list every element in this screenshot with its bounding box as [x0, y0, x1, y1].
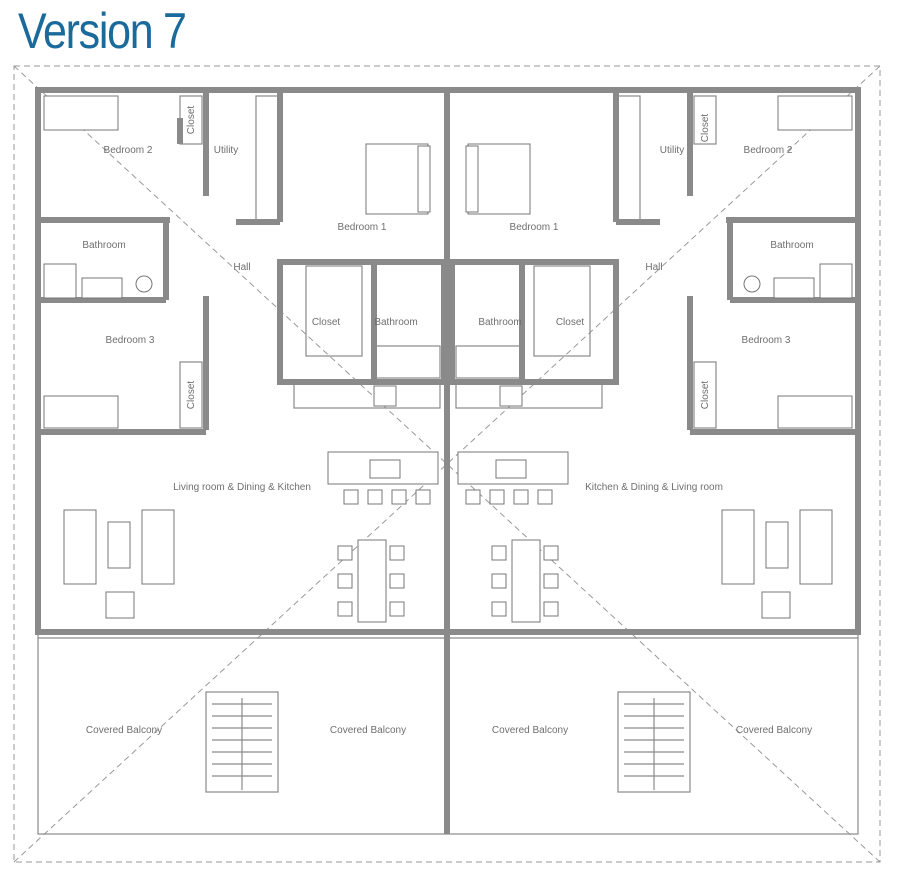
room-label: Hall	[645, 262, 662, 273]
exterior-walls	[35, 87, 861, 834]
right-furniture	[457, 95, 853, 623]
room-label: Covered Balcony	[492, 725, 568, 736]
left-unit-walls	[38, 90, 447, 435]
room-label: Utility	[214, 145, 238, 156]
room-label: Kitchen & Dining & Living room	[585, 482, 723, 493]
room-label: Utility	[660, 145, 684, 156]
roof-outline	[13, 65, 881, 863]
room-label: Closet	[556, 317, 585, 328]
room-label: Closet	[312, 317, 341, 328]
room-label: Bedroom 3	[742, 335, 791, 346]
room-label: Covered Balcony	[330, 725, 406, 736]
room-label: Closet	[700, 114, 711, 143]
room-label: Closet	[186, 381, 197, 410]
room-label: Covered Balcony	[736, 725, 812, 736]
room-label: Living room & Dining & Kitchen	[173, 482, 311, 493]
room-label: Bathroom	[770, 240, 813, 251]
room-label: Bedroom 2	[744, 145, 793, 156]
left-staircase	[205, 691, 279, 793]
room-label: Bathroom	[82, 240, 125, 251]
room-label: Closet	[186, 106, 197, 135]
room-label: Bedroom 3	[106, 335, 155, 346]
room-label: Bathroom	[478, 317, 521, 328]
room-label: Hall	[233, 262, 250, 273]
room-label: Bedroom 1	[338, 222, 387, 233]
room-label: Bathroom	[374, 317, 417, 328]
room-label: Covered Balcony	[86, 725, 162, 736]
balcony-outline	[37, 631, 859, 835]
right-unit-walls	[449, 90, 858, 435]
room-label: Bedroom 2	[104, 145, 153, 156]
left-furniture	[43, 95, 439, 623]
room-label: Closet	[700, 381, 711, 410]
page-title: Version 7	[18, 3, 187, 59]
room-label: Bedroom 1	[510, 222, 559, 233]
right-staircase	[617, 691, 691, 793]
